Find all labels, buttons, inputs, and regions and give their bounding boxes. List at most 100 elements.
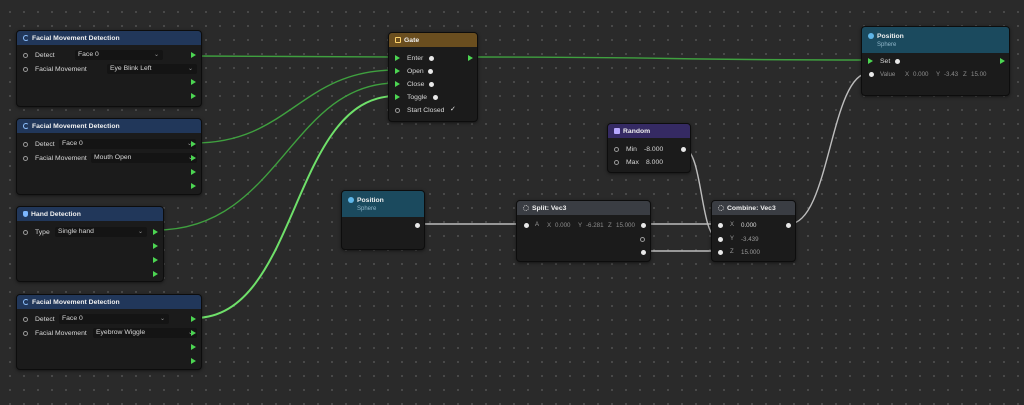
output-pin-2[interactable] (191, 330, 196, 336)
node-header[interactable]: Position Sphere (342, 191, 424, 217)
output-pin-2[interactable] (191, 155, 196, 161)
output-pin-2[interactable] (153, 243, 158, 249)
x-input-pin[interactable] (718, 222, 723, 228)
hand-detection-node[interactable]: Hand Detection Type Single hand⌄ (16, 206, 164, 282)
movement-input-pin[interactable] (23, 66, 28, 72)
z-value[interactable]: 15.000 (741, 248, 760, 256)
output-pin-3[interactable] (153, 257, 158, 263)
x-output-pin[interactable] (641, 222, 646, 228)
min-value[interactable]: -8.000 (644, 145, 664, 153)
movement-dropdown[interactable]: Eye Blink Left⌄ (107, 64, 197, 74)
node-title: Facial Movement Detection (32, 34, 120, 42)
output-pin-2[interactable] (191, 79, 196, 85)
detect-dropdown[interactable]: Face 0⌄ (59, 314, 169, 324)
trigger-output-pin[interactable] (153, 229, 158, 235)
max-input-pin[interactable] (614, 159, 619, 165)
combine-vec3-node[interactable]: Combine: Vec3 X 0.000 Y -3.439 Z 15.000 (711, 200, 796, 262)
split-y-value[interactable]: -6.281 (586, 221, 604, 229)
open-label: Open (407, 67, 424, 75)
output-pin-4[interactable] (191, 358, 196, 364)
output-pin-4[interactable] (191, 183, 196, 189)
node-header[interactable]: Split: Vec3 (517, 201, 650, 215)
split-vec3-node[interactable]: Split: Vec3 A X 0.000 Y -6.281 Z 15.000 (516, 200, 651, 262)
type-dropdown[interactable]: Single hand⌄ (55, 227, 147, 237)
gate-node[interactable]: Gate Enter Open Close Toggle Start Close… (388, 32, 478, 122)
trigger-output-pin[interactable] (191, 141, 196, 147)
random-node[interactable]: Random Min -8.000 Max 8.000 (607, 123, 691, 173)
movement-value: Eye Blink Left (110, 65, 152, 72)
position-icon (348, 197, 354, 203)
hand-icon (23, 211, 28, 217)
output-pin-3[interactable] (191, 344, 196, 350)
face-detection-icon (23, 299, 29, 305)
vec3-output-pin[interactable] (786, 222, 791, 228)
close-label: Close (407, 80, 425, 88)
facial-movement-node-3[interactable]: Facial Movement Detection Detect Face 0⌄… (16, 294, 202, 370)
movement-label: Facial Movement (35, 154, 87, 162)
split-z-value[interactable]: 15.000 (616, 221, 635, 229)
movement-input-pin[interactable] (23, 330, 28, 336)
y-output-pin[interactable] (640, 237, 645, 242)
trigger-output-pin[interactable] (191, 52, 196, 58)
detect-input-pin[interactable] (23, 141, 28, 147)
z-input-pin[interactable] (718, 249, 723, 255)
node-header[interactable]: Facial Movement Detection (17, 31, 201, 45)
position-output-pin[interactable] (415, 223, 420, 228)
node-header[interactable]: Facial Movement Detection (17, 119, 201, 133)
set-input-pin[interactable] (868, 58, 873, 64)
z-output-pin[interactable] (641, 250, 646, 255)
x-value[interactable]: 0.000 (741, 221, 757, 229)
split-x-value[interactable]: 0.000 (555, 221, 571, 229)
start-closed-checkbox[interactable]: ✓ (450, 106, 456, 113)
node-header[interactable]: Facial Movement Detection (17, 295, 201, 309)
toggle-label: Toggle (407, 93, 428, 101)
movement-dropdown[interactable]: Mouth Open⌄ (91, 153, 197, 163)
y-label: Y (730, 236, 735, 242)
detect-value: Face 0 (62, 140, 83, 147)
gate-output-pin[interactable] (468, 55, 473, 61)
value-input-pin[interactable] (869, 71, 874, 77)
position-source-node[interactable]: Position Sphere (341, 190, 425, 250)
split-x-axis: X (547, 221, 552, 229)
detect-dropdown[interactable]: Face 0⌄ (59, 139, 196, 149)
value-x-axis: X (905, 70, 910, 78)
y-value[interactable]: -3.439 (741, 235, 759, 243)
node-header[interactable]: Gate (389, 33, 477, 47)
trigger-output-pin[interactable] (191, 316, 196, 322)
toggle-input-pin[interactable] (395, 94, 400, 100)
type-input-pin[interactable] (23, 229, 28, 235)
enter-input-pin[interactable] (395, 55, 400, 61)
node-title: Position (877, 32, 904, 40)
node-header[interactable]: Hand Detection (17, 207, 163, 221)
detect-dropdown[interactable]: Face 0⌄ (75, 50, 163, 60)
detect-input-pin[interactable] (23, 52, 28, 58)
output-pin-3[interactable] (191, 169, 196, 175)
value-y[interactable]: -3.43 (944, 70, 959, 78)
open-input-pin[interactable] (395, 68, 400, 74)
set-output-pin[interactable] (1000, 58, 1005, 64)
position-target-node[interactable]: Position Sphere Set Value X 0.000 Y -3.4… (861, 26, 1010, 96)
random-output-pin[interactable] (681, 146, 686, 152)
node-header[interactable]: Random (608, 124, 690, 138)
movement-input-pin[interactable] (23, 155, 28, 161)
y-input-pin[interactable] (718, 236, 723, 242)
start-closed-input-pin[interactable] (395, 107, 400, 113)
chevron-down-icon: ⌄ (187, 330, 193, 336)
split-z-axis: Z (608, 221, 612, 229)
node-header[interactable]: Position Sphere (862, 27, 1009, 53)
detect-value: Face 0 (78, 51, 99, 58)
movement-dropdown[interactable]: Eyebrow Wiggle⌄ (93, 328, 197, 338)
output-pin-4[interactable] (153, 271, 158, 277)
close-input-pin[interactable] (395, 81, 400, 87)
value-x[interactable]: 0.000 (913, 70, 929, 78)
node-title: Gate (404, 36, 420, 44)
detect-input-pin[interactable] (23, 316, 28, 322)
facial-movement-node-1[interactable]: Facial Movement Detection Detect Face 0⌄… (16, 30, 202, 107)
node-header[interactable]: Combine: Vec3 (712, 201, 795, 215)
a-input-pin[interactable] (524, 222, 529, 228)
max-value[interactable]: 8.000 (646, 158, 664, 166)
output-pin-3[interactable] (191, 93, 196, 99)
value-z[interactable]: 15.00 (971, 70, 987, 78)
min-input-pin[interactable] (614, 146, 619, 152)
facial-movement-node-2[interactable]: Facial Movement Detection Detect Face 0⌄… (16, 118, 202, 195)
